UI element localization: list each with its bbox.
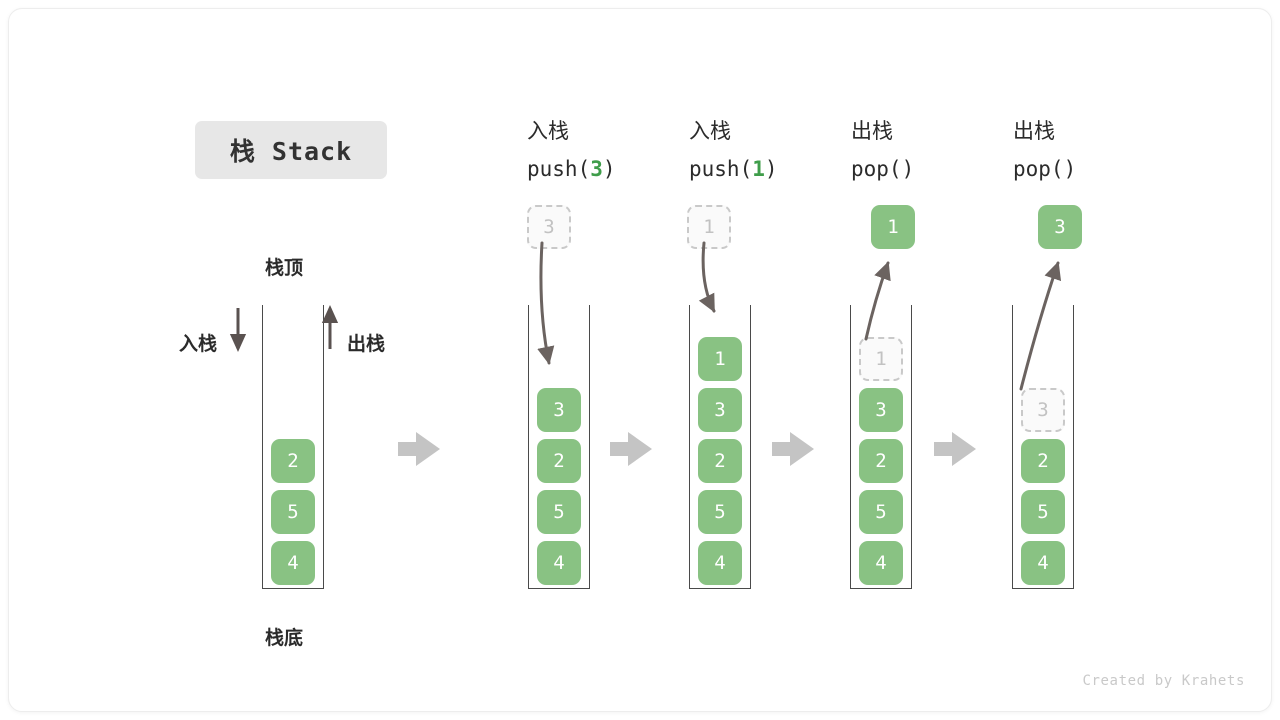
stage-heading-code: push(1) bbox=[689, 157, 778, 181]
stack-wall-left bbox=[689, 305, 690, 589]
stack-cell: 2 bbox=[271, 439, 315, 483]
stack-wall-right bbox=[589, 305, 590, 589]
title-badge: 栈 Stack bbox=[195, 121, 387, 179]
stack-floor bbox=[262, 588, 324, 589]
stack-wall-right bbox=[750, 305, 751, 589]
stack-after-pop-3: 4 5 2 3 bbox=[1012, 305, 1074, 589]
stage-heading-code: pop() bbox=[1013, 157, 1077, 181]
stack-cell: 4 bbox=[859, 541, 903, 585]
diagram-card: 栈 Stack 栈顶 栈底 入栈 出栈 4 5 2 入栈 push(3) 3 4… bbox=[8, 8, 1272, 712]
stack-cell: 2 bbox=[537, 439, 581, 483]
stage-heading-cn: 入栈 bbox=[689, 119, 731, 143]
stack-cell: 2 bbox=[1021, 439, 1065, 483]
stack-cell: 4 bbox=[1021, 541, 1065, 585]
stack-floor bbox=[689, 588, 751, 589]
stack-floor bbox=[1012, 588, 1074, 589]
stage-heading-code: push(3) bbox=[527, 157, 616, 181]
stack-cell: 5 bbox=[271, 490, 315, 534]
stack-cell: 3 bbox=[537, 388, 581, 432]
push-direction-label: 入栈 bbox=[179, 333, 218, 355]
stack-cells: 4 5 2 3 bbox=[528, 388, 590, 585]
stack-wall-left bbox=[850, 305, 851, 589]
stack-cell: 1 bbox=[698, 337, 742, 381]
stack-wall-left bbox=[528, 305, 529, 589]
transition-arrow-2 bbox=[610, 432, 652, 466]
stack-wall-left bbox=[262, 305, 263, 589]
incoming-value-ghost: 3 bbox=[527, 205, 571, 249]
incoming-value-ghost: 1 bbox=[687, 205, 731, 249]
stage-heading-cn: 出栈 bbox=[851, 119, 893, 143]
stage-heading-cn: 出栈 bbox=[1013, 119, 1055, 143]
stack-wall-right bbox=[911, 305, 912, 589]
removed-value-ghost: 1 bbox=[859, 337, 903, 381]
stack-cell: 5 bbox=[537, 490, 581, 534]
removed-value-ghost: 3 bbox=[1021, 388, 1065, 432]
push-argument: 1 bbox=[752, 157, 765, 181]
stack-cell: 2 bbox=[698, 439, 742, 483]
stack-cell: 5 bbox=[859, 490, 903, 534]
stack-wall-right bbox=[1073, 305, 1074, 589]
stack-cell: 4 bbox=[271, 541, 315, 585]
stack-cells: 4 5 2 bbox=[262, 439, 324, 585]
transition-arrow-3 bbox=[772, 432, 814, 466]
stack-top-label: 栈顶 bbox=[265, 257, 304, 279]
stack-bottom-label: 栈底 bbox=[265, 627, 304, 649]
stack-after-pop-1: 4 5 2 3 1 bbox=[850, 305, 912, 589]
stack-cells: 4 5 2 3 1 bbox=[689, 337, 751, 585]
stack-cell: 4 bbox=[698, 541, 742, 585]
transition-arrow-1 bbox=[398, 432, 440, 466]
stage-heading-pop-1: 出栈 pop() bbox=[851, 112, 914, 188]
stack-cell: 4 bbox=[537, 541, 581, 585]
stack-after-push-1: 4 5 2 3 1 bbox=[689, 305, 751, 589]
push-argument: 3 bbox=[590, 157, 603, 181]
stage-heading-push-1: 入栈 push(1) bbox=[689, 112, 778, 188]
stack-cells: 4 5 2 3 1 bbox=[850, 337, 912, 585]
stage-heading-pop-3: 出栈 pop() bbox=[1013, 112, 1076, 188]
stack-wall-left bbox=[1012, 305, 1013, 589]
stack-cells: 4 5 2 3 bbox=[1012, 388, 1074, 585]
stack-after-push-3: 4 5 2 3 bbox=[528, 305, 590, 589]
stack-cell: 5 bbox=[1021, 490, 1065, 534]
credit-text: Created by Krahets bbox=[1082, 673, 1245, 689]
transition-arrow-4 bbox=[934, 432, 976, 466]
stack-floor bbox=[528, 588, 590, 589]
stack-cell: 2 bbox=[859, 439, 903, 483]
stack-wall-right bbox=[323, 305, 324, 589]
connector-overlay bbox=[229, 241, 1062, 466]
popped-value-box: 3 bbox=[1038, 205, 1082, 249]
push-motion-arrow-1 bbox=[698, 241, 716, 313]
stack-initial: 4 5 2 bbox=[262, 305, 324, 589]
stage-heading-code: pop() bbox=[851, 157, 915, 181]
stage-heading-push-3: 入栈 push(3) bbox=[527, 112, 616, 188]
stack-cell: 3 bbox=[859, 388, 903, 432]
stage-heading-cn: 入栈 bbox=[527, 119, 569, 143]
pop-direction-label: 出栈 bbox=[347, 333, 386, 355]
stack-cell: 5 bbox=[698, 490, 742, 534]
popped-value-box: 1 bbox=[871, 205, 915, 249]
stack-floor bbox=[850, 588, 912, 589]
stack-cell: 3 bbox=[698, 388, 742, 432]
